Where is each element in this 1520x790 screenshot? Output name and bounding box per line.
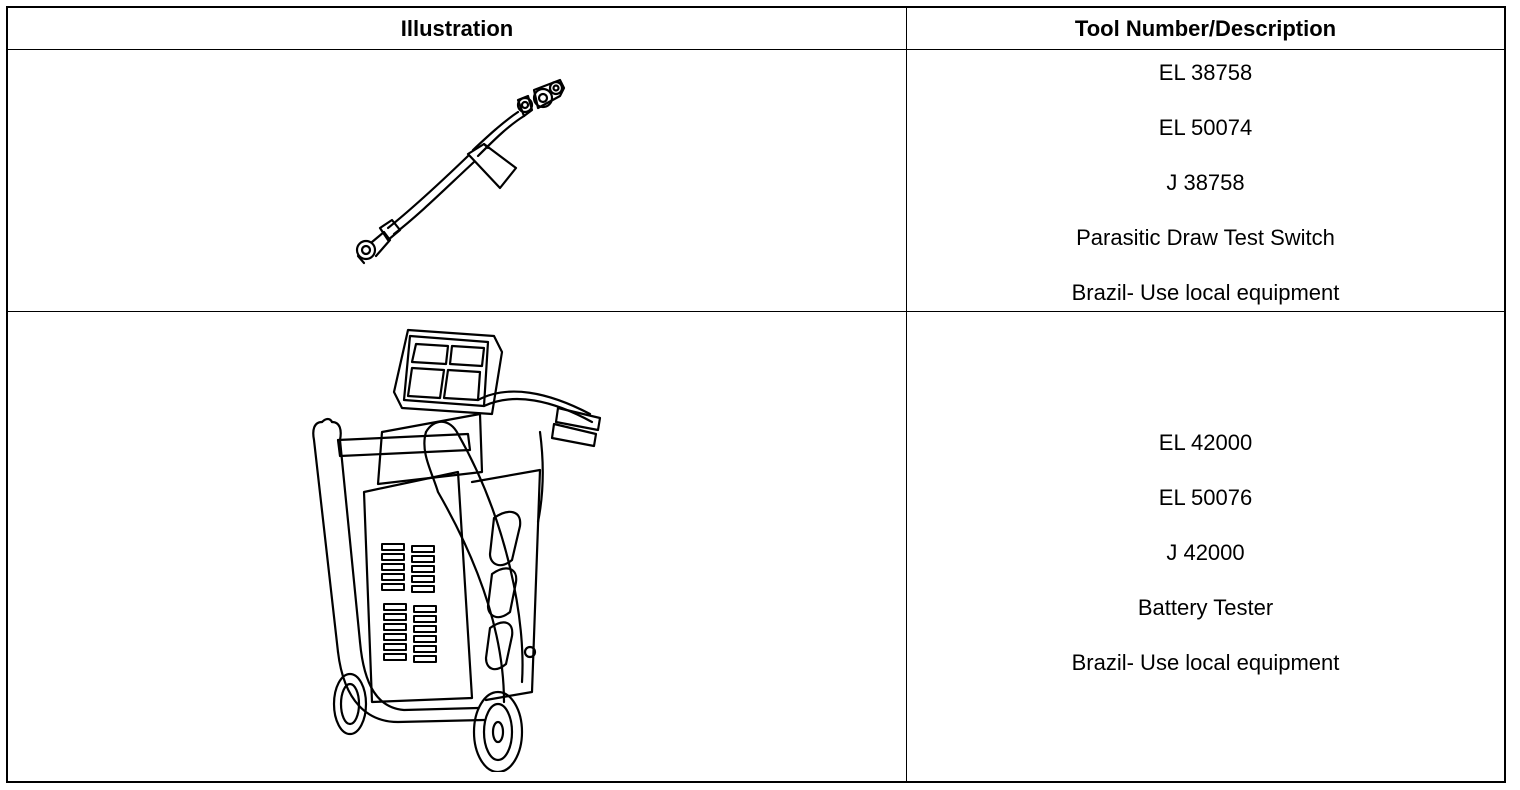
regional-note: Brazil- Use local equipment: [1071, 650, 1340, 675]
regional-note: Brazil- Use local equipment: [1071, 280, 1340, 305]
tool-number: EL 38758: [1158, 60, 1253, 85]
battery-tester-illustration: [312, 328, 602, 772]
illustration-header: Illustration: [8, 8, 907, 49]
table-row: EL 38758 EL 50074 J 38758 Parasitic Draw…: [8, 50, 1504, 312]
parasitic-draw-test-switch-illustration: [355, 78, 566, 265]
tool-number: EL 50076: [1158, 485, 1253, 510]
illustration-cell: [8, 312, 907, 781]
tool-number: J 42000: [1166, 540, 1245, 565]
illustration-cell: [8, 50, 907, 311]
tool-table: Illustration Tool Number/Description: [6, 6, 1506, 783]
table-header-row: Illustration Tool Number/Description: [8, 8, 1504, 50]
tool-description-cell: EL 38758 EL 50074 J 38758 Parasitic Draw…: [907, 50, 1504, 311]
table-row: EL 42000 EL 50076 J 42000 Battery Tester…: [8, 312, 1504, 781]
tool-number: J 38758: [1166, 170, 1245, 195]
tool-description-cell: EL 42000 EL 50076 J 42000 Battery Tester…: [907, 312, 1504, 781]
tool-description-header: Tool Number/Description: [1074, 15, 1337, 41]
tool-number: EL 42000: [1158, 430, 1253, 455]
tool-number: EL 50074: [1158, 115, 1253, 140]
tool-description: Parasitic Draw Test Switch: [1076, 225, 1335, 250]
tool-description: Battery Tester: [1137, 595, 1274, 620]
